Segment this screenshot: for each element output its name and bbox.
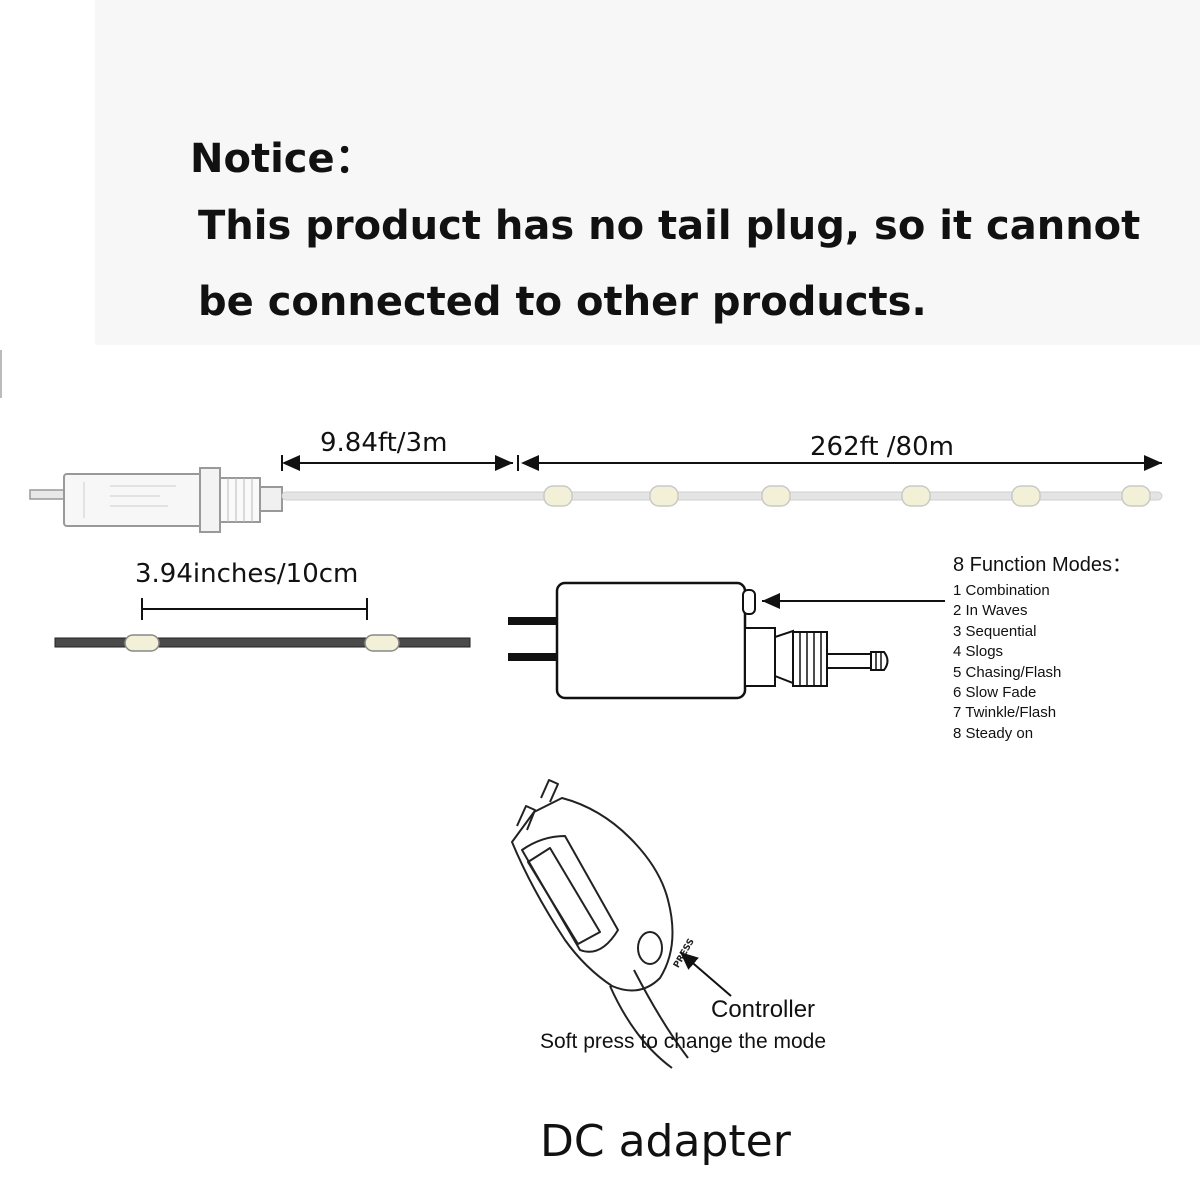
function-mode-item: 5 Chasing/Flash	[953, 663, 1062, 681]
adapter-plug-illustration	[29, 467, 283, 533]
function-mode-item: 1 Combination	[953, 582, 1050, 599]
dimension-arrows-top	[281, 455, 1162, 471]
notice-line-1: This product has no tail plug, so it can…	[198, 203, 1141, 249]
controller-label: Controller	[711, 996, 816, 1023]
notice-line-2: be connected to other products.	[198, 279, 927, 325]
press-label: PRESS	[672, 937, 697, 970]
function-mode-item: 4 Slogs	[953, 643, 1004, 661]
function-mode-item: 7 Twinkle/Flash	[953, 704, 1057, 722]
function-modes-list: 8 Function Modes： 1 Combination 2 In Wav…	[953, 548, 1132, 744]
led-bulb	[543, 485, 573, 507]
function-mode-item: 3 Sequential	[953, 622, 1037, 640]
controller-sketch-illustration	[511, 779, 689, 1069]
function-mode-item: 6 Slow Fade	[953, 684, 1037, 702]
bulb-spacing-label: 3.94inches/10cm	[135, 559, 359, 589]
dc-adapter-caption: DC adapter	[540, 1116, 791, 1167]
led-bulb	[1121, 485, 1151, 507]
controller-schematic	[508, 581, 889, 700]
string-length-label: 262ft /80m	[810, 432, 954, 462]
notice-panel	[95, 0, 1200, 345]
lead-length-label: 9.84ft/3m	[320, 428, 448, 458]
led-bulb	[761, 485, 791, 507]
controller-pointer-arrow	[679, 951, 732, 997]
led-bulb	[649, 485, 679, 507]
function-modes-title: 8 Function Modes：	[953, 554, 1132, 576]
function-mode-item: 2 In Waves	[953, 602, 1028, 620]
function-mode-item: 8 Steady on	[953, 724, 1034, 742]
light-string-illustration	[281, 485, 1163, 507]
controller-instruction: Soft press to change the mode	[540, 1030, 827, 1053]
led-bulb	[901, 485, 931, 507]
led-bulb	[1011, 485, 1041, 507]
edge-divider	[0, 350, 2, 398]
notice-title: Notice：	[190, 136, 375, 182]
bulb-spacing-illustration	[54, 598, 471, 652]
